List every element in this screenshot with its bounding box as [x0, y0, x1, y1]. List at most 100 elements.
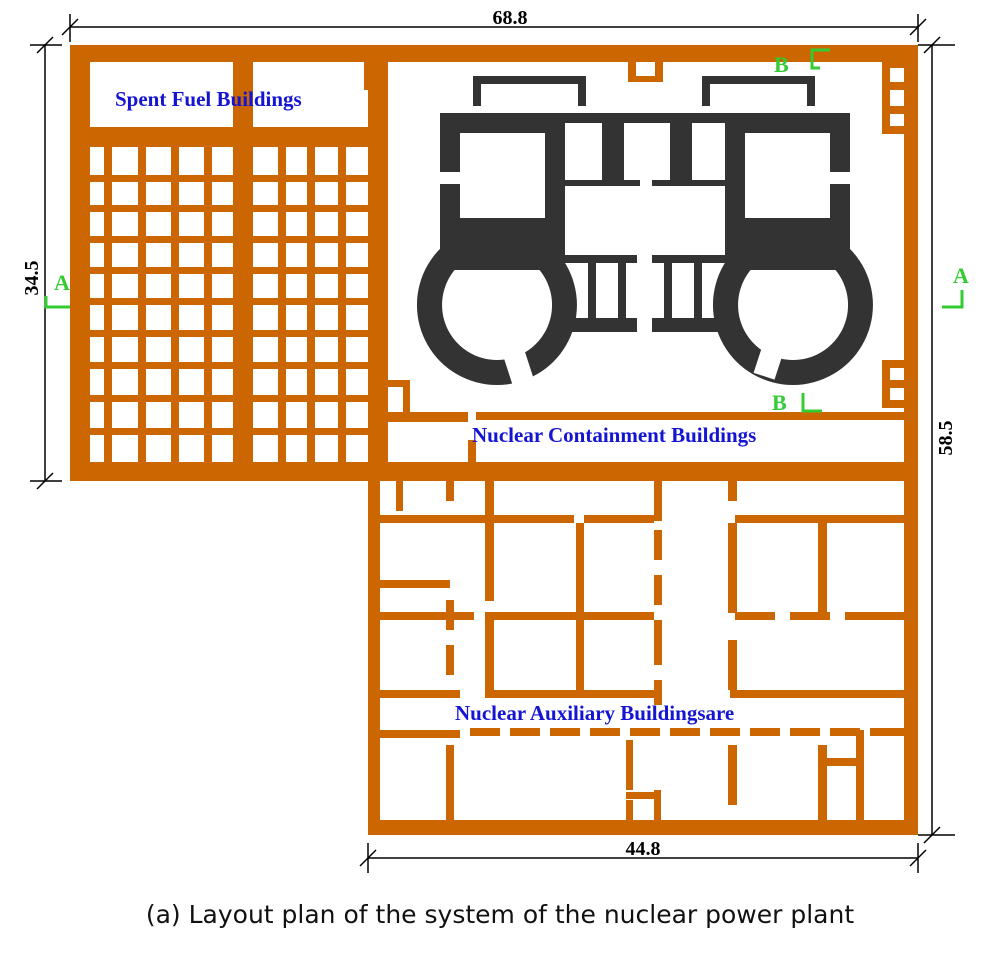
aux-v [728, 481, 737, 501]
dimension-right: 58.5 [935, 421, 957, 456]
aux-h [584, 515, 654, 523]
aux-v [654, 530, 662, 560]
aux-h [790, 612, 830, 620]
containment-structure [416, 76, 873, 385]
aux-v [818, 523, 827, 613]
center-post [670, 123, 692, 180]
aux-v [654, 680, 662, 705]
aux-v [485, 481, 494, 601]
grid-h [90, 428, 368, 435]
center-link-bottom [565, 255, 637, 263]
containment-corridor-post [468, 440, 476, 462]
section-a-right-label: A [953, 263, 969, 288]
aux-h [494, 515, 574, 523]
notch-right [882, 82, 904, 90]
notch-right [882, 360, 904, 368]
spent-fuel-divider-wall [368, 45, 388, 481]
right-top-frame [702, 76, 815, 84]
notch-top [628, 60, 636, 82]
center-post-low [588, 263, 596, 318]
outer-wall-left [70, 45, 90, 481]
section-b-top-mark [810, 48, 830, 70]
notch-left [388, 380, 410, 387]
aux-h [830, 728, 860, 736]
aux-h [380, 515, 488, 523]
aux-h [470, 728, 500, 736]
section-marker-lines [44, 48, 964, 413]
center-link-top [565, 113, 725, 123]
aux-v [626, 800, 633, 820]
center-post-low [694, 263, 702, 318]
aux-v [654, 481, 662, 521]
spent-fuel-center-wall [233, 45, 253, 481]
spent-fuel-label: Spent Fuel Buildings [115, 87, 302, 111]
grid-h [90, 330, 368, 337]
aux-h [485, 612, 654, 620]
aux-v [818, 745, 827, 820]
left-top-frame [473, 76, 586, 84]
aux-h [818, 758, 862, 766]
left-top-frame-leg [473, 76, 481, 106]
aux-h [790, 728, 820, 736]
right-ring-door [753, 342, 785, 380]
notch-left [403, 380, 410, 415]
aux-h [590, 728, 620, 736]
grid-h [90, 175, 368, 182]
aux-v [654, 575, 662, 605]
dimension-left: 34.5 [21, 261, 43, 296]
aux-v [728, 523, 737, 613]
aux-v [446, 745, 454, 820]
outer-wall-top [70, 45, 918, 62]
containment-label: Nuclear Containment Buildings [472, 423, 756, 447]
aux-h [626, 792, 661, 799]
aux-h [380, 580, 450, 588]
aux-v [904, 481, 918, 531]
aux-v [856, 730, 864, 820]
notch-top [655, 60, 663, 82]
section-b-bottom-label: B [772, 390, 787, 415]
layout-plan-diagram: Spent Fuel Buildings Nuclear Containment… [21, 7, 969, 873]
center-link-mid [652, 180, 725, 186]
mid-horizontal-wall [70, 462, 918, 481]
aux-v [728, 745, 737, 805]
building-walls [70, 45, 918, 835]
notch-right [882, 60, 890, 134]
section-a-left-label: A [54, 270, 70, 295]
aux-h [670, 728, 700, 736]
center-link-base [565, 318, 637, 332]
section-a-right-mark [942, 290, 964, 309]
right-top-frame-leg [807, 76, 815, 106]
aux-h [380, 612, 460, 620]
notch-top [628, 76, 663, 82]
aux-h [510, 728, 540, 736]
aux-h [550, 728, 580, 736]
aux-h [630, 728, 660, 736]
section-b-bottom-mark [801, 393, 822, 413]
aux-h [870, 728, 904, 736]
aux-v [654, 620, 662, 665]
aux-v [446, 645, 454, 675]
notch-right [882, 126, 904, 134]
outer-wall-right [904, 45, 918, 835]
containment-openings [438, 172, 852, 385]
aux-h [380, 690, 460, 698]
grid-h [90, 395, 368, 402]
section-a-left-mark [44, 296, 70, 309]
dimension-lines [30, 14, 955, 873]
aux-v [396, 481, 403, 511]
aux-v [654, 790, 661, 820]
right-block-door [828, 172, 852, 184]
notch-right [882, 360, 890, 408]
notch-right [882, 106, 904, 114]
aux-h [735, 612, 775, 620]
aux-h [845, 612, 904, 620]
auxiliary-label: Nuclear Auxiliary Buildingsare [455, 701, 734, 725]
center-post [602, 123, 624, 180]
right-containment-ring [712, 225, 873, 385]
left-ring-door [502, 347, 534, 385]
containment-corridor-wall [388, 412, 468, 422]
grid-h [90, 236, 368, 243]
aux-wall-left [368, 462, 380, 835]
dimension-top: 68.8 [493, 7, 528, 29]
aux-h [380, 730, 460, 738]
